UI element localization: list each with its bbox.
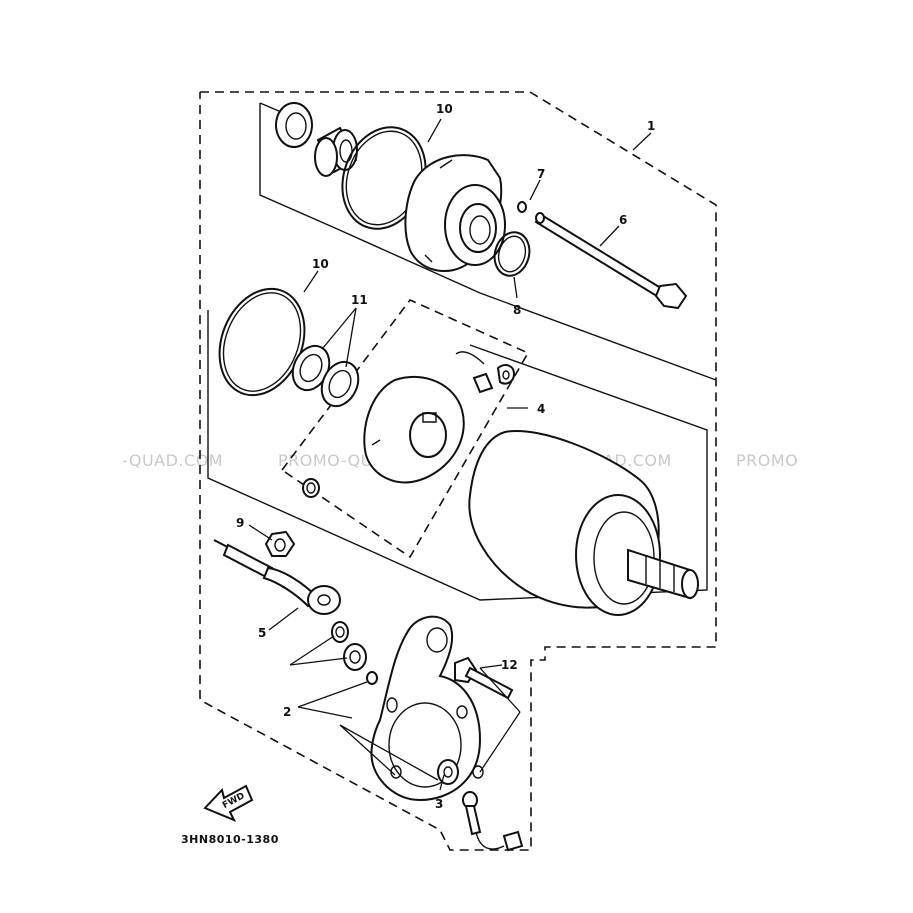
diagram-code-label: 3HN8010-1380 [181,833,279,846]
front-cover-outline [259,103,717,381]
seals-2 [331,621,378,685]
callout-5: 5 [258,626,266,640]
leader-lines [248,118,652,791]
callout-2: 2 [283,705,291,719]
assembly-boundary-outer [199,91,717,851]
o-ring-8 [493,231,531,277]
oil-seal-part [275,102,313,148]
callout-3: 3 [435,797,443,811]
callout-12: 12 [501,658,518,672]
through-bolt-6 [534,212,688,310]
callout-8: 8 [513,303,521,317]
brush-holder-nut [302,478,320,498]
rear-bracket-part [370,615,484,802]
brush-holder-boundary [280,299,530,559]
callout-9: 9 [236,516,244,530]
o-ring-7 [517,201,527,213]
shims-11 [291,344,360,408]
watermark-1: -QUAD.COM [122,451,223,470]
callout-7: 7 [537,167,545,181]
callout-11: 11 [351,293,368,307]
bearing-part [314,126,358,177]
nut-9 [264,530,296,557]
callout-6: 6 [619,213,627,227]
fwd-arrow-icon: FWD [203,784,254,822]
callout-10-lower: 10 [312,257,329,271]
brush-with-lead [455,351,516,394]
callout-4: 4 [537,402,545,416]
front-cover-part [404,154,506,272]
terminal-lead-5 [213,539,341,615]
watermark-4: PROMO [736,451,798,470]
brush-lead-bottom [462,791,524,852]
callout-1: 1 [647,119,655,133]
callout-10-upper: 10 [436,102,453,116]
yoke-armature-body [468,430,699,616]
brush-holder-plate [363,375,465,484]
